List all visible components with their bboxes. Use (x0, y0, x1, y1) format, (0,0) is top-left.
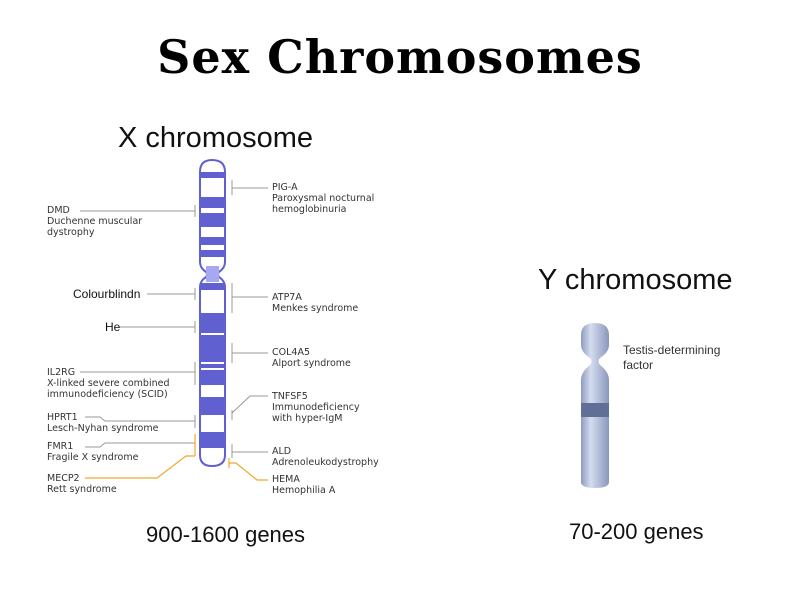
y-gene-count: 70-200 genes (569, 519, 704, 544)
gene-name: DMD (47, 205, 70, 216)
disease-name: Adrenoleukodystrophy (272, 457, 379, 468)
gene-name: HEMA (272, 474, 300, 485)
y-chromosome (581, 323, 609, 488)
gene-label-haemophilia: He (105, 320, 121, 334)
disease-name: Alport syndrome (272, 358, 351, 369)
gene-label-pig-a: PIG-A Paroxysmal nocturnal hemoglobinuri… (272, 182, 397, 215)
disease-name: Rett syndrome (47, 484, 117, 495)
y-annotation: Testis-determining factor (623, 343, 731, 373)
gene-label-hprt1: HPRT1 Lesch-Nyhan syndrome (47, 412, 158, 434)
gene-name: PIG-A (272, 182, 298, 193)
gene-name: COL4A5 (272, 347, 310, 358)
disease-name: Paroxysmal nocturnal hemoglobinuria (272, 193, 375, 215)
gene-name: ALD (272, 446, 292, 457)
gene-name: TNFSF5 (272, 391, 308, 402)
gene-name: FMR1 (47, 441, 74, 452)
gene-label-mecp2: MECP2 Rett syndrome (47, 473, 117, 495)
gene-label-col4a5: COL4A5 Alport syndrome (272, 347, 351, 369)
x-bands (200, 172, 225, 448)
gene-label-il2rg: IL2RG X-linked severe combined immunodef… (47, 367, 197, 400)
disease-name: Duchenne muscular dystrophy (47, 216, 143, 238)
gene-label-fmr1: FMR1 Fragile X syndrome (47, 441, 138, 463)
disease-name: Hemophilia A (272, 485, 336, 496)
gene-name: ATP7A (272, 292, 302, 303)
gene-name: MECP2 (47, 473, 80, 484)
gene-label-colourblindness: Colourblindn (73, 287, 141, 301)
testis-determining-factor-label: Testis-determining factor (623, 343, 721, 372)
x-chromosome-heading: X chromosome (118, 122, 314, 154)
x-gene-count: 900-1600 genes (146, 522, 306, 547)
disease-name: Immunodeficiency with hyper-IgM (272, 402, 360, 424)
disease-name: X-linked severe combined immunodeficienc… (47, 378, 170, 400)
gene-label-ald: ALD Adrenoleukodystrophy (272, 446, 379, 468)
gene-label-tnfsf5: TNFSF5 Immunodeficiency with hyper-IgM (272, 391, 377, 424)
gene-label-hema: HEMA Hemophilia A (272, 474, 335, 496)
gene-label-atp7a: ATP7A Menkes syndrome (272, 292, 358, 314)
gene-name: HPRT1 (47, 412, 78, 423)
slide-title: Sex Chromosomes (157, 30, 643, 84)
gene-name: IL2RG (47, 367, 76, 378)
disease-name: Fragile X syndrome (47, 452, 139, 463)
disease-name: Lesch-Nyhan syndrome (47, 423, 159, 434)
x-chromosome (80, 158, 268, 481)
y-band (581, 403, 609, 417)
gene-label-dmd: DMD Duchenne muscular dystrophy (47, 205, 167, 238)
disease-name: Menkes syndrome (272, 303, 359, 314)
y-chromosome-heading: Y chromosome (538, 264, 733, 296)
highlight-leader-lines (85, 434, 268, 481)
